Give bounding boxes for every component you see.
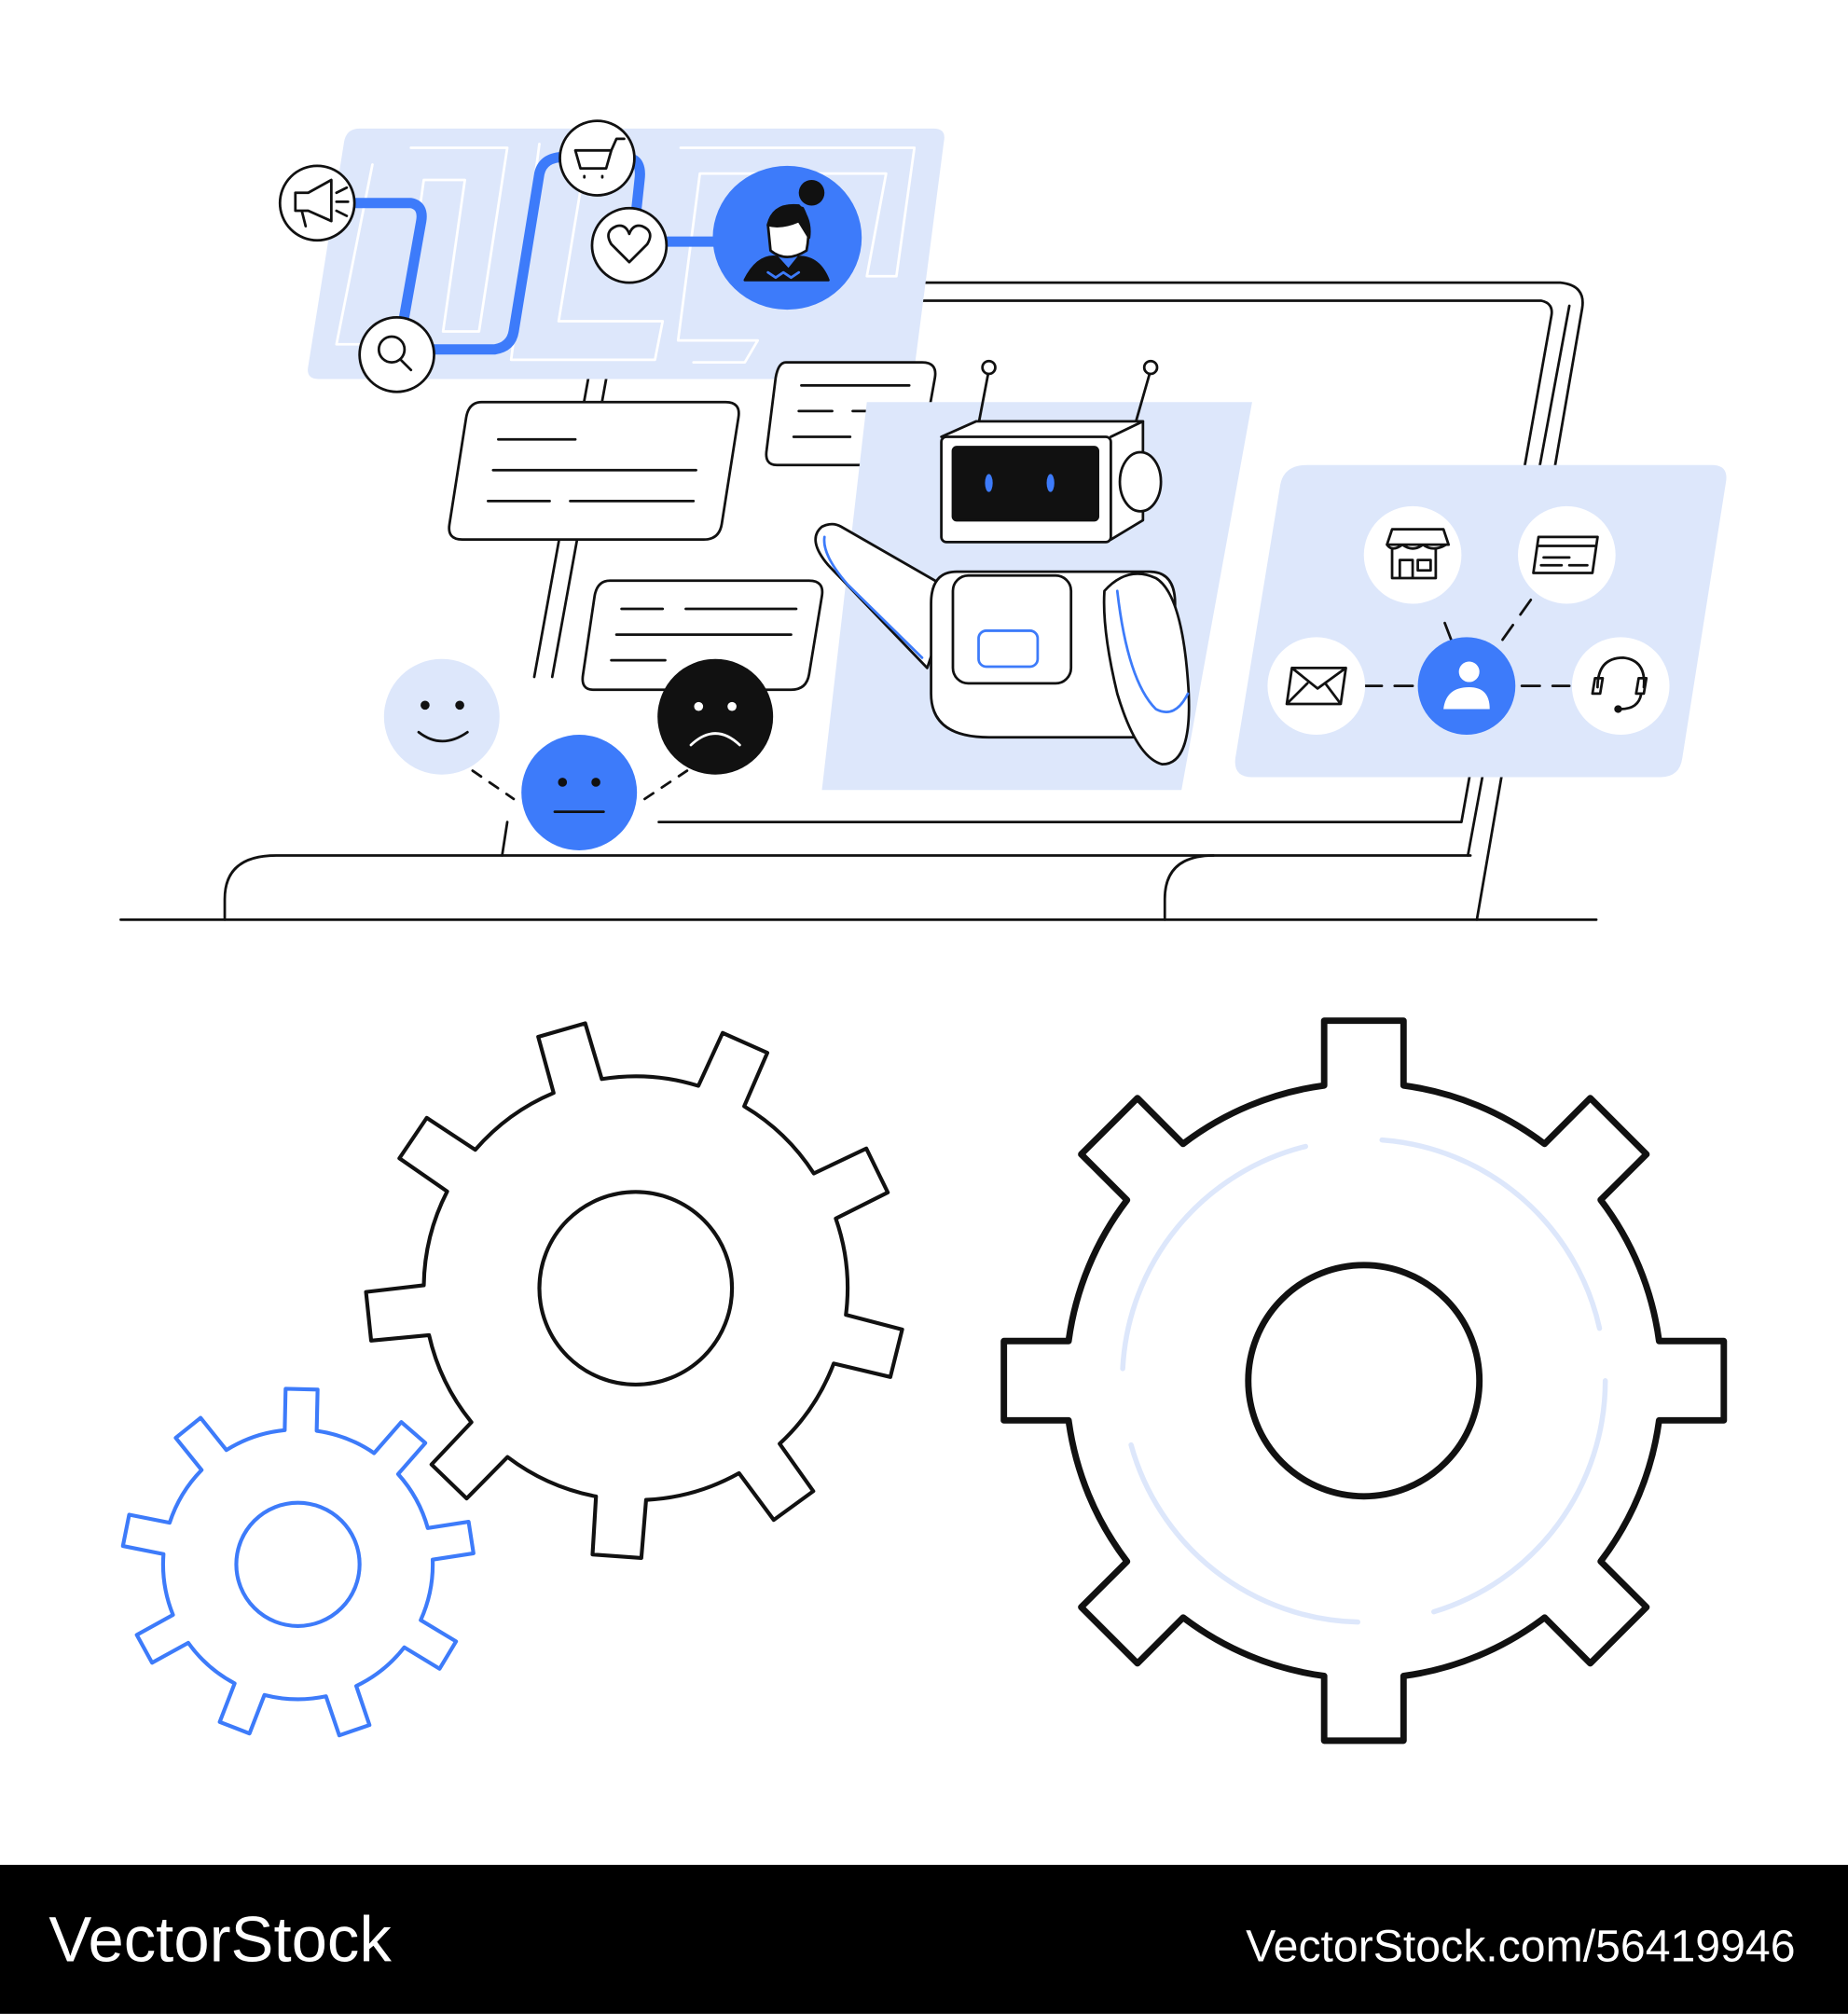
user-icon	[1417, 637, 1516, 736]
woman-avatar-icon	[712, 165, 862, 310]
sad-face-icon	[657, 658, 774, 775]
search-icon	[358, 315, 435, 393]
heart-icon	[590, 206, 669, 284]
customer-journey-panel	[278, 119, 945, 393]
robot-icon	[814, 359, 1252, 791]
chat-bubbles	[448, 361, 937, 692]
headset-icon	[1571, 637, 1670, 736]
store-icon	[1363, 505, 1462, 604]
gear-icon	[120, 1386, 476, 1738]
mail-icon	[1267, 637, 1366, 736]
footer-brand: VectorStock	[48, 1903, 392, 1975]
gear-icon	[364, 1021, 904, 1560]
browser-icon	[1518, 505, 1616, 604]
neutral-face-icon	[521, 735, 638, 850]
happy-face-icon	[383, 658, 500, 775]
footer-bar: VectorStock VectorStock.com/56419946	[0, 1865, 1848, 2014]
gears	[120, 1017, 1728, 1745]
feedback-faces	[383, 658, 774, 850]
gear-icon	[1000, 1017, 1728, 1745]
cart-icon	[559, 119, 636, 197]
footer-url: VectorStock.com/56419946	[1246, 1921, 1795, 1971]
megaphone-icon	[278, 164, 356, 242]
omnichannel-panel	[1234, 464, 1727, 778]
laptop	[119, 281, 1598, 921]
